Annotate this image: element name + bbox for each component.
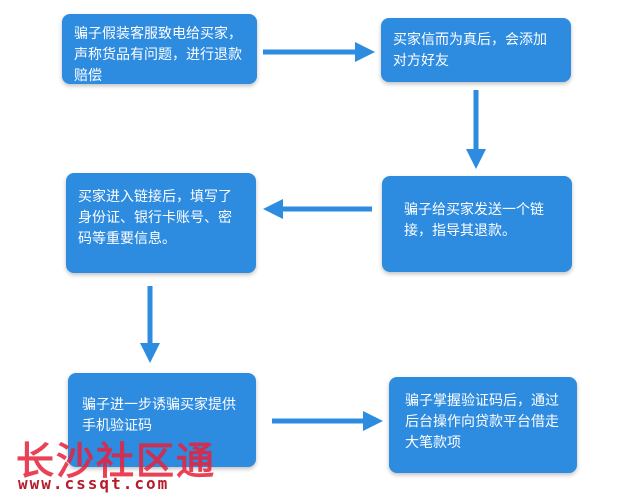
step-3-box: 骗子给买家发送一个链接，指导其退款。	[382, 176, 572, 272]
watermark-title: 长沙社区通	[16, 439, 217, 483]
step-4-text: 买家进入链接后，填写了身份证、银行卡账号、密码等重要信息。	[78, 189, 232, 247]
step-6-text: 骗子掌握验证码后，通过后台操作向贷款平台借走大笔款项	[405, 393, 559, 451]
step-1-box: 骗子假装客服致电给买家，声称货品有问题，进行退款赔偿	[62, 14, 257, 84]
step-6-box: 骗子掌握验证码后，通过后台操作向贷款平台借走大笔款项	[389, 377, 577, 473]
site-watermark: 长沙社区通 www.cssqt.com	[8, 430, 248, 496]
watermark-url: www.cssqt.com	[18, 474, 170, 493]
step-2-box: 买家信而为真后，会添加对方好友	[381, 18, 571, 82]
step-4-box: 买家进入链接后，填写了身份证、银行卡账号、密码等重要信息。	[66, 173, 256, 273]
step-5-text: 骗子进一步诱骗买家提供手机验证码	[82, 397, 236, 434]
step-1-text: 骗子假装客服致电给买家，声称货品有问题，进行退款赔偿	[74, 26, 242, 84]
step-3-text: 骗子给买家发送一个链接，指导其退款。	[404, 202, 544, 239]
step-5-box: 骗子进一步诱骗买家提供手机验证码	[68, 373, 256, 467]
step-2-text: 买家信而为真后，会添加对方好友	[393, 32, 547, 69]
